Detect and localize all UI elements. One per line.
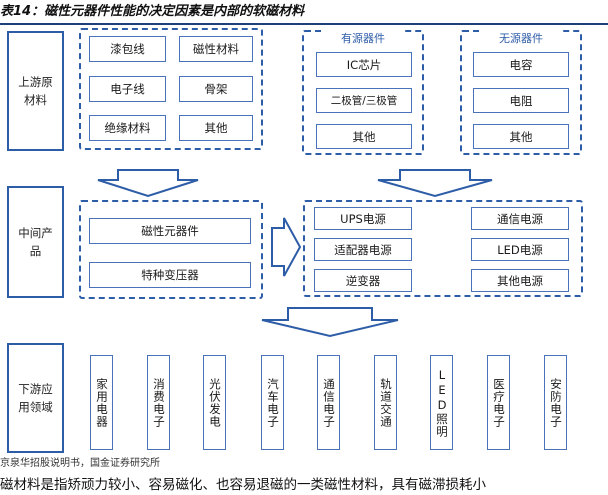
stage-upstream-label: 上游原材料 — [18, 75, 53, 107]
active-device-box: IC芯片 — [316, 52, 412, 77]
active-device-box: 二极管/三极管 — [316, 88, 412, 113]
power-supplies-group — [303, 200, 583, 297]
passive-device-box: 电阻 — [473, 88, 569, 113]
stage-downstream-label: 下游应用领域 — [18, 382, 53, 414]
passive-device-box: 电容 — [473, 52, 569, 77]
source-note: 京泉华招股说明书，国金证券研究所 — [0, 458, 160, 469]
raw-materials-group — [79, 28, 263, 150]
material-box: 骨架 — [179, 76, 253, 102]
power-supply-box: 逆变器 — [314, 269, 412, 292]
power-supply-box: 适配器电源 — [314, 238, 412, 261]
material-box: 磁性材料 — [179, 36, 253, 62]
application-box: 通信电子 — [317, 355, 340, 450]
passive-device-box: 其他 — [473, 124, 569, 149]
application-box: 汽车电子 — [261, 355, 284, 450]
material-box: 漆包线 — [89, 36, 166, 62]
stage-downstream: 下游应用领域 — [7, 343, 64, 453]
product-box: 特种变压器 — [89, 262, 251, 288]
arrow-down-right — [377, 169, 493, 198]
title-rule — [0, 23, 608, 25]
passive-devices-title: 无源器件 — [480, 30, 562, 46]
application-box: 安防电子 — [544, 355, 567, 450]
arrow-down-bottom — [261, 307, 399, 338]
material-box: 电子线 — [89, 76, 166, 102]
product-box: 磁性元器件 — [89, 218, 251, 244]
power-supply-box: 其他电源 — [471, 269, 569, 292]
stage-upstream: 上游原材料 — [7, 31, 64, 151]
stage-midstream-label: 中间产品 — [18, 226, 53, 258]
material-box: 其他 — [179, 115, 253, 141]
application-box: LED照明 — [430, 355, 453, 450]
arrow-down-left — [97, 169, 199, 198]
power-supply-box: 通信电源 — [471, 207, 569, 230]
application-box: 轨道交通 — [374, 355, 397, 450]
figure-title: 表14：磁性元器件性能的决定因素是内部的软磁材料 — [0, 4, 305, 19]
power-supply-box: UPS电源 — [314, 207, 412, 230]
application-box: 医疗电子 — [487, 355, 510, 450]
power-supply-box: LED电源 — [471, 238, 569, 261]
body-paragraph: 磁材料是指矫顽力较小、容易磁化、也容易退磁的一类磁性材料，具有磁滞损耗小 — [0, 477, 486, 493]
application-box: 家用电器 — [90, 355, 113, 450]
products-group — [79, 200, 263, 299]
application-box: 光伏发电 — [203, 355, 226, 450]
stage-midstream: 中间产品 — [7, 186, 64, 298]
active-device-box: 其他 — [316, 124, 412, 149]
material-box: 绝缘材料 — [89, 115, 166, 141]
application-box: 消费电子 — [147, 355, 170, 450]
active-devices-title: 有源器件 — [322, 30, 404, 46]
arrow-right-mid — [271, 217, 302, 277]
